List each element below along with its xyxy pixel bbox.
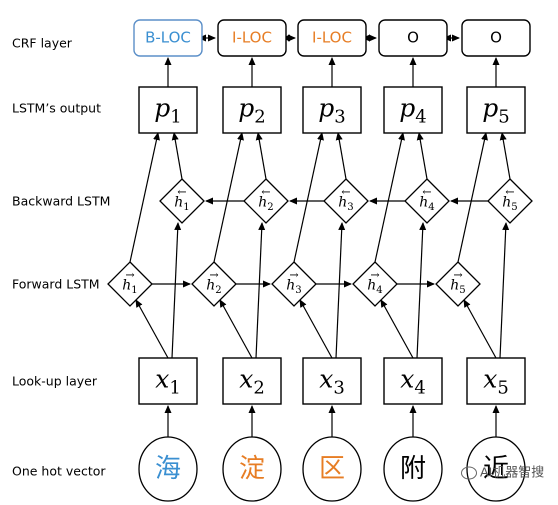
one-hot-vector-node xyxy=(383,436,443,502)
edge-forward-to-p xyxy=(374,132,405,263)
edge-x-to-forward xyxy=(135,299,169,359)
edge-forward-to-p xyxy=(213,132,244,263)
lstm-output-box xyxy=(383,86,443,134)
backward-lstm-cell xyxy=(487,178,533,224)
edge-forward-to-p xyxy=(293,132,324,263)
edge-x-to-backward xyxy=(335,222,346,359)
lookup-embedding-box xyxy=(466,357,526,405)
edge-x-to-backward xyxy=(416,222,427,359)
edge-x-to-forward xyxy=(299,299,333,359)
watermark-text: AI机器智搜 xyxy=(480,464,545,480)
watermark: AI机器智搜 xyxy=(461,462,544,481)
edge-backward-to-p xyxy=(335,132,347,180)
lstm-output-box xyxy=(138,86,198,134)
row-label-onehot: One hot vector xyxy=(12,463,106,479)
edge-x-to-backward xyxy=(499,222,510,359)
edge-x-to-forward xyxy=(463,299,497,359)
one-hot-vector-node xyxy=(138,436,198,502)
edge-x-to-forward xyxy=(219,299,253,359)
crf-tag-box xyxy=(217,19,287,57)
wechat-icon xyxy=(461,466,477,480)
edge-forward-to-p xyxy=(129,132,160,263)
crf-tag-box xyxy=(378,19,448,57)
lookup-embedding-box xyxy=(383,357,443,405)
forward-lstm-cell xyxy=(191,261,237,307)
forward-lstm-cell xyxy=(435,261,481,307)
edge-forward-to-p xyxy=(457,132,488,263)
row-label-lstm-output: LSTM’s output xyxy=(12,100,102,116)
forward-lstm-cell xyxy=(271,261,317,307)
one-hot-vector-node xyxy=(302,436,362,502)
lookup-embedding-box xyxy=(302,357,362,405)
crf-tag-box xyxy=(133,19,203,57)
lookup-embedding-box xyxy=(138,357,198,405)
edge-backward-to-p xyxy=(499,132,511,180)
edge-x-to-forward xyxy=(380,299,414,359)
row-label-lookup: Look-up layer xyxy=(12,373,97,389)
crf-tag-box xyxy=(297,19,367,57)
lookup-embedding-box xyxy=(222,357,282,405)
lstm-output-box xyxy=(222,86,282,134)
lstm-output-box xyxy=(302,86,362,134)
edge-x-to-backward xyxy=(171,222,182,359)
edge-backward-to-p xyxy=(255,132,267,180)
forward-lstm-cell xyxy=(107,261,153,307)
edge-backward-to-p xyxy=(171,132,183,180)
row-label-backward: Backward LSTM xyxy=(12,193,111,209)
one-hot-vector-node xyxy=(222,436,282,502)
row-label-forward: Forward LSTM xyxy=(12,276,100,292)
crf-tag-box xyxy=(461,19,531,57)
lstm-output-box xyxy=(466,86,526,134)
backward-lstm-cell xyxy=(243,178,289,224)
row-label-crf: CRF layer xyxy=(12,35,72,51)
forward-lstm-cell xyxy=(352,261,398,307)
edge-backward-to-p xyxy=(416,132,428,180)
backward-lstm-cell xyxy=(159,178,205,224)
backward-lstm-cell xyxy=(323,178,369,224)
edge-x-to-backward xyxy=(255,222,266,359)
backward-lstm-cell xyxy=(404,178,450,224)
